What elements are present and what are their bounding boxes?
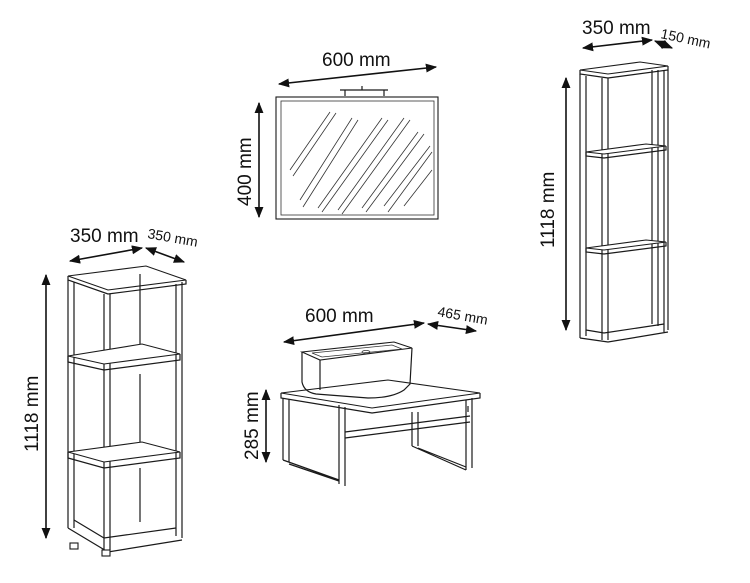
mirror-light-fixture — [340, 86, 388, 96]
right-shelf-board-2 — [585, 239, 667, 251]
mirror — [275, 86, 439, 220]
vanity-depth-label: 465 mm — [436, 303, 489, 328]
left-shelf-width-label: 350 mm — [70, 226, 139, 247]
left-shelf-foot — [69, 542, 79, 550]
sink-basin — [299, 341, 413, 399]
right-shelf-unit — [579, 61, 669, 343]
mirror-width-label: 600 mm — [322, 50, 391, 71]
left-shelf-height-dimension: 1118 mm — [22, 273, 51, 540]
right-shelf-depth-label: 150 mm — [659, 25, 712, 51]
mirror-width-dimension: 600 mm — [277, 50, 438, 88]
vanity-unit — [280, 341, 481, 486]
right-shelf-depth-dimension: 150 mm — [653, 25, 712, 51]
left-shelf-foot — [101, 549, 111, 557]
drain-icon — [361, 349, 371, 354]
right-shelf-width-label: 350 mm — [582, 18, 651, 39]
right-shelf-height-label: 1118 mm — [538, 172, 559, 248]
left-shelf-depth-dimension: 350 mm — [144, 225, 199, 263]
right-shelf-width-dimension: 350 mm — [581, 18, 654, 52]
mirror-reflection-hatching — [289, 111, 433, 215]
left-shelf-height-label: 1118 mm — [22, 376, 43, 452]
right-shelf-height-dimension: 1118 mm — [538, 76, 571, 332]
left-shelf-board-2 — [67, 441, 181, 463]
vanity-depth-dimension: 465 mm — [426, 303, 489, 334]
left-shelf-unit — [67, 265, 187, 557]
left-shelf-width-dimension: 350 mm — [68, 226, 144, 264]
mirror-height-label: 400 mm — [235, 137, 256, 206]
mirror-height-dimension: 400 mm — [235, 101, 264, 219]
left-shelf-depth-label: 350 mm — [146, 225, 199, 250]
vanity-width-label: 600 mm — [305, 306, 374, 327]
right-shelf-board-1 — [585, 143, 667, 155]
vanity-width-dimension: 600 mm — [282, 306, 426, 346]
vanity-height-label: 285 mm — [242, 391, 263, 460]
vanity-height-dimension: 285 mm — [242, 388, 271, 464]
left-shelf-board-1 — [67, 343, 181, 365]
